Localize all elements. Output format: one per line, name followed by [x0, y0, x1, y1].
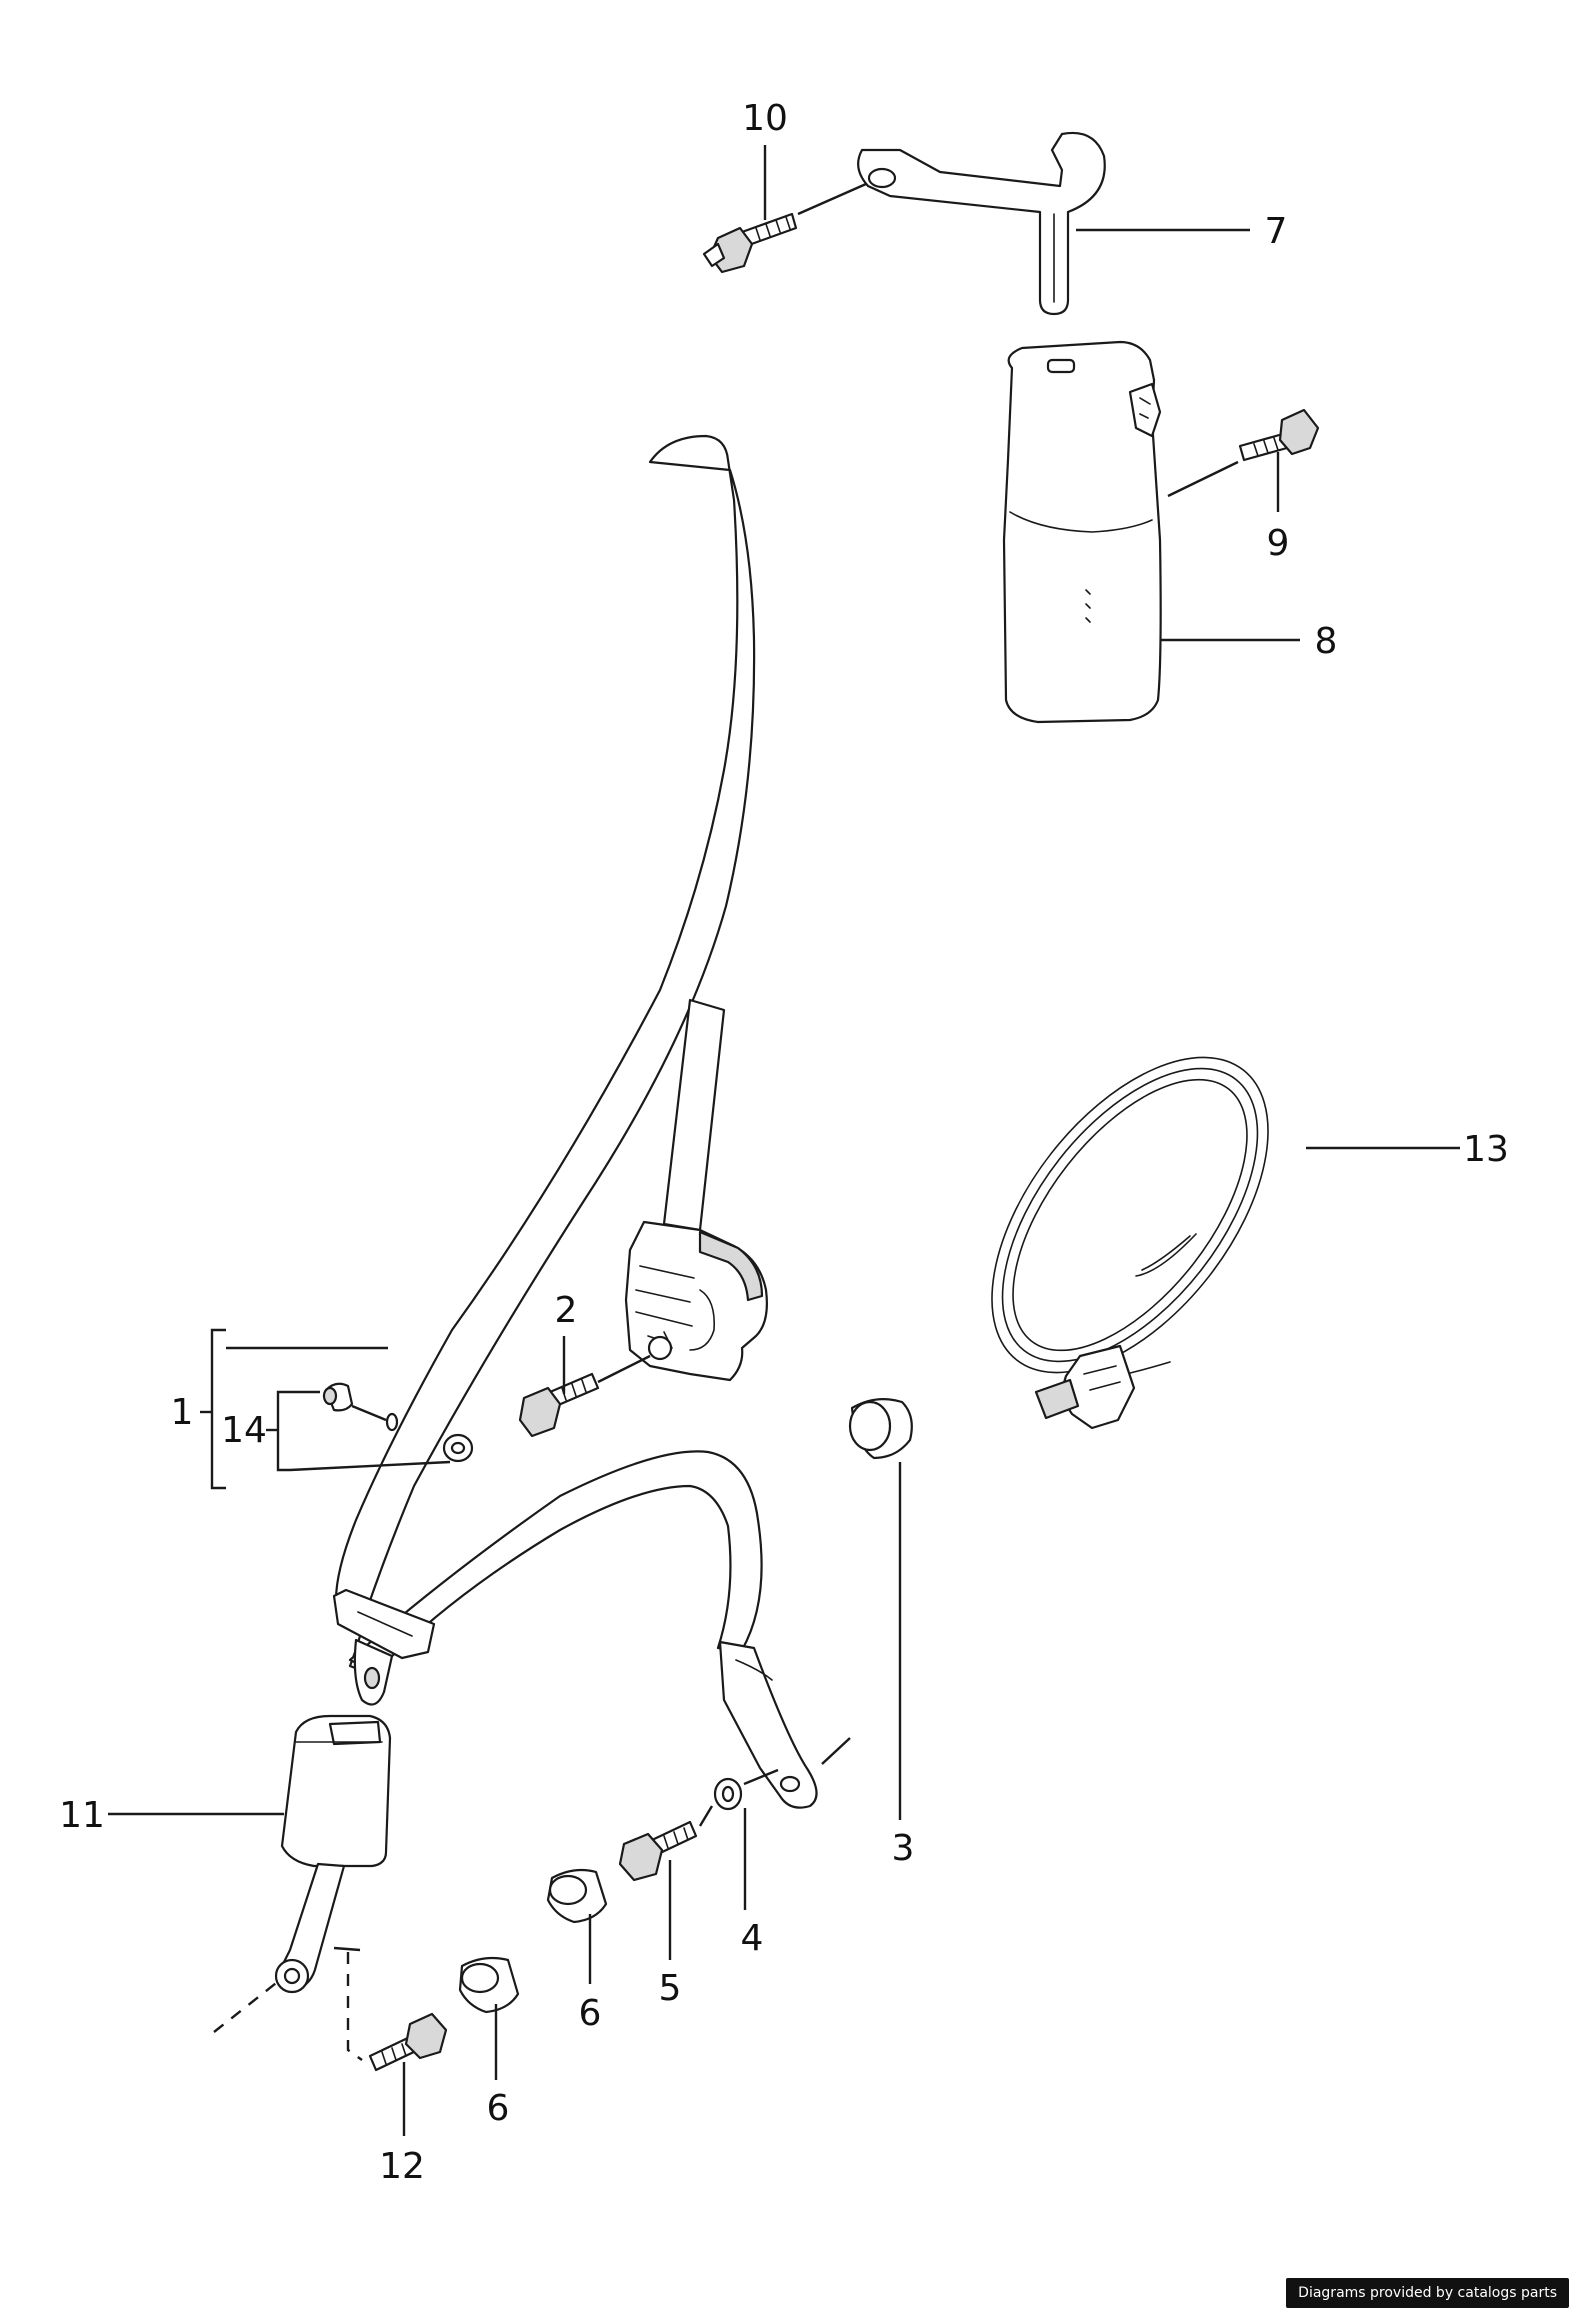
cover-part-8	[1002, 340, 1162, 724]
leader-4-to-bolt	[698, 1768, 779, 1827]
callout-2: 2	[555, 1290, 578, 1331]
belt-retractor	[624, 1220, 768, 1382]
anchor-bolt-part-5	[618, 1820, 698, 1882]
bushing-part-3	[848, 1397, 913, 1460]
seat-belt-webbing-part-1	[334, 434, 818, 1809]
leader-1-bracket	[210, 1328, 226, 1490]
dashed-bolt-axis	[346, 1952, 363, 2061]
callout-12: 12	[379, 2146, 425, 2187]
cap-clip-washer-part-14	[322, 1382, 474, 1463]
callout-6-upper: 6	[579, 1993, 602, 2034]
leader-3-to-belt	[821, 1737, 851, 1765]
leader-lines	[108, 145, 1460, 2136]
leader-14-to-washer	[289, 1460, 451, 1472]
callout-1: 1	[171, 1392, 194, 1433]
callout-3: 3	[892, 1828, 915, 1869]
guide-bracket-part-7	[857, 131, 1106, 316]
leader-14-bracket	[276, 1390, 290, 1472]
callout-14: 14	[221, 1410, 267, 1451]
callout-11: 11	[59, 1795, 105, 1836]
washer-part-4	[713, 1777, 743, 1811]
spacer-part-6-lower	[458, 1956, 520, 2014]
leader-buckle-to-bolt	[333, 1946, 361, 1952]
wiring-harness-part-13	[991, 1056, 1269, 1430]
latch-plate	[332, 1588, 436, 1706]
callout-7: 7	[1265, 211, 1288, 252]
retractor-bolt-part-2	[518, 1372, 600, 1438]
spacer-part-6-upper	[546, 1868, 608, 1924]
dashed-buckle-axis	[213, 1979, 281, 2033]
callout-9: 9	[1267, 523, 1290, 564]
leader-9-to-cover	[1167, 460, 1239, 498]
credit-badge: Diagrams provided by catalogs parts	[1286, 2278, 1569, 2308]
leader-2-to-retractor	[597, 1354, 651, 1384]
buckle-part-11	[274, 1714, 392, 1994]
callout-6-lower: 6	[487, 2088, 510, 2129]
leader-10-to-bracket	[797, 182, 867, 216]
callouts: 10 7 9 8 13 2 1 14 11 3 4 5 6 6 12	[59, 98, 1509, 2187]
callout-13: 13	[1463, 1129, 1509, 1170]
buckle-bolt-part-12	[368, 2012, 448, 2072]
callout-4: 4	[741, 1918, 764, 1959]
callout-10: 10	[742, 98, 788, 139]
leader-14-to-clip	[351, 1404, 387, 1422]
bracket-bolt-part-10	[702, 212, 798, 274]
cover-bolt-part-9	[1238, 408, 1320, 462]
callout-5: 5	[659, 1968, 682, 2009]
callout-8: 8	[1315, 621, 1338, 662]
